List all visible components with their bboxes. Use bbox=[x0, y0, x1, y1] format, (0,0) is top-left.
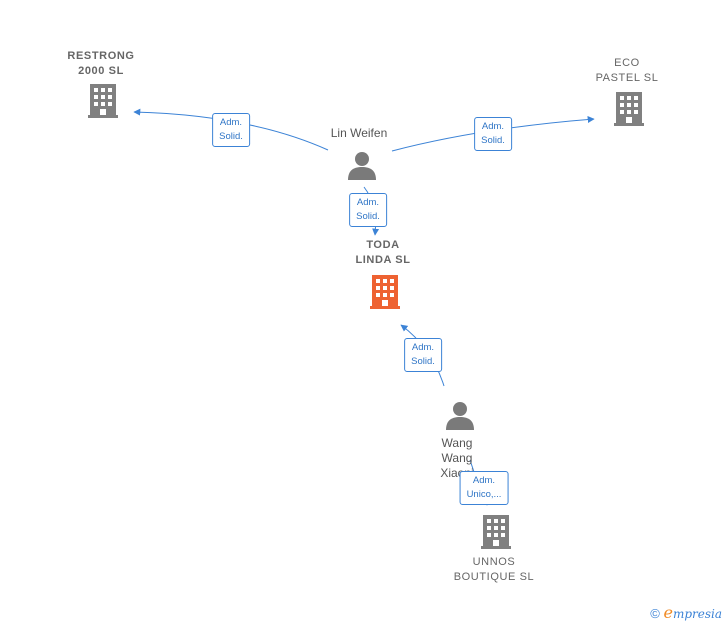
person-icon[interactable] bbox=[348, 152, 376, 180]
focus-company-building-icon[interactable] bbox=[370, 275, 400, 309]
edge-label-lin-toda[interactable]: Adm. Solid. bbox=[349, 193, 387, 227]
brand-e-mark: e bbox=[663, 603, 673, 622]
copyright-icon: © bbox=[650, 606, 660, 621]
company-building-icon[interactable] bbox=[88, 84, 118, 118]
company-label-toda[interactable]: TODA LINDA SL bbox=[355, 239, 411, 266]
person-label-lin[interactable]: Lin Weifen bbox=[330, 126, 388, 140]
brand-wordmark: mpresia bbox=[672, 607, 722, 621]
edge-label-wang-unnos[interactable]: Adm. Unico,... bbox=[459, 471, 509, 505]
edge-label-wang-toda[interactable]: Adm. Solid. bbox=[404, 338, 442, 372]
company-label-restrong[interactable]: RESTRONG 2000 SL bbox=[67, 50, 135, 77]
edge-label-lin-eco[interactable]: Adm. Solid. bbox=[474, 117, 512, 151]
person-icon[interactable] bbox=[446, 402, 474, 430]
edge-label-lin-restrong[interactable]: Adm. Solid. bbox=[212, 113, 250, 147]
company-building-icon[interactable] bbox=[614, 92, 644, 126]
company-label-eco[interactable]: ECO PASTEL SL bbox=[595, 57, 659, 84]
company-building-icon[interactable] bbox=[481, 515, 511, 549]
company-label-unnos[interactable]: UNNOS BOUTIQUE SL bbox=[453, 556, 535, 583]
brand-logo: © empresia bbox=[650, 603, 722, 622]
